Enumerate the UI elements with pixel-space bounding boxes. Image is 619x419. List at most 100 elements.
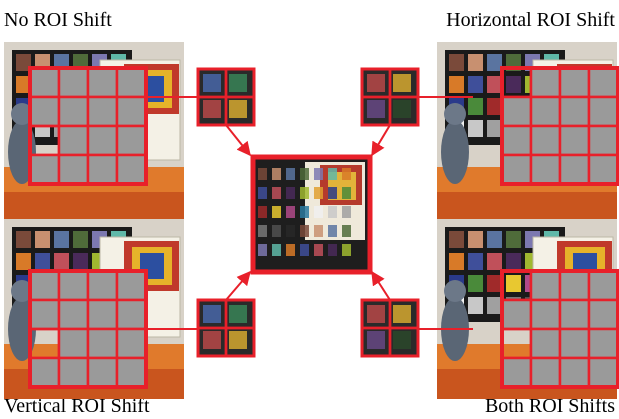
patch-tr (360, 67, 420, 127)
masked-cell (118, 156, 145, 183)
masked-cell (532, 69, 559, 96)
masked-cell (503, 127, 530, 154)
masked-cell (561, 156, 588, 183)
roi-outline (500, 66, 619, 186)
patch-swatch (367, 331, 385, 349)
center-swatch (286, 168, 295, 180)
masked-cell (31, 98, 58, 125)
center-swatch (314, 187, 323, 199)
masked-cell (503, 156, 530, 183)
patch-swatch (203, 305, 221, 323)
center-swatch (286, 206, 295, 218)
patch-swatch (229, 74, 247, 92)
panel-bottom-left (3, 218, 185, 400)
masked-cell (89, 359, 116, 386)
masked-cell (89, 301, 116, 328)
center-swatch (300, 225, 309, 237)
masked-cell (60, 156, 87, 183)
masked-cell (561, 359, 588, 386)
center-swatch (286, 187, 295, 199)
masked-cell (590, 156, 617, 183)
center-swatch (314, 244, 323, 256)
center-swatch (272, 206, 281, 218)
center-combined-image (250, 154, 373, 275)
masked-cell (89, 272, 116, 299)
center-swatch (258, 168, 267, 180)
masked-cell (31, 156, 58, 183)
center-swatch (300, 206, 309, 218)
patch-swatch (203, 331, 221, 349)
masked-cell (532, 330, 559, 357)
masked-cell (60, 127, 87, 154)
center-swatch (328, 225, 337, 237)
center-swatch (342, 206, 351, 218)
center-swatch (258, 244, 267, 256)
masked-cell (503, 359, 530, 386)
center-swatch (258, 206, 267, 218)
label-horizontal-roi-shift: Horizontal ROI Shift (446, 9, 615, 31)
center-swatch (300, 168, 309, 180)
patch-swatch (393, 74, 411, 92)
center-swatch (272, 187, 281, 199)
masked-cell (561, 301, 588, 328)
masked-cell (31, 272, 58, 299)
center-swatch (258, 225, 267, 237)
label-both-roi-shifts: Both ROI Shifts (484, 395, 615, 417)
center-swatch (342, 168, 351, 180)
masked-cell (532, 127, 559, 154)
masked-cell (89, 127, 116, 154)
patch-swatch (393, 100, 411, 118)
patch-swatch (367, 100, 385, 118)
masked-cell (118, 272, 145, 299)
masked-cell (118, 98, 145, 125)
masked-cell (561, 98, 588, 125)
masked-cell (60, 330, 87, 357)
patch-swatch (203, 100, 221, 118)
masked-cell (60, 69, 87, 96)
masked-cell (89, 156, 116, 183)
panel-bottom-right (436, 218, 619, 400)
center-swatch (342, 187, 351, 199)
masked-cell (31, 359, 58, 386)
patch-swatch (229, 305, 247, 323)
center-swatch (286, 225, 295, 237)
masked-cell (118, 69, 145, 96)
patch-swatch (203, 74, 221, 92)
patch-swatch (229, 100, 247, 118)
masked-cell (561, 69, 588, 96)
center-swatch (328, 187, 337, 199)
center-swatch (342, 244, 351, 256)
center-swatch (314, 206, 323, 218)
masked-cell (590, 272, 617, 299)
patch-bl (196, 298, 256, 358)
patch-swatch (229, 331, 247, 349)
masked-cell (532, 301, 559, 328)
arrow (371, 270, 391, 301)
masked-cell (503, 98, 530, 125)
center-swatch (300, 244, 309, 256)
masked-cell (503, 301, 530, 328)
patch-br (360, 298, 420, 358)
panel-top-left (3, 41, 185, 223)
masked-cell (590, 330, 617, 357)
center-swatch (328, 244, 337, 256)
masked-cell (31, 69, 58, 96)
masked-cell (60, 272, 87, 299)
center-swatch (272, 168, 281, 180)
center-swatch (272, 244, 281, 256)
masked-cell (561, 330, 588, 357)
masked-cell (532, 156, 559, 183)
center-swatch (314, 168, 323, 180)
arrow (371, 124, 391, 157)
roi-outline (28, 66, 148, 186)
masked-cell (590, 127, 617, 154)
masked-cell (590, 359, 617, 386)
masked-cell (532, 98, 559, 125)
label-vertical-roi-shift: Vertical ROI Shift (4, 395, 150, 417)
patch-swatch (367, 74, 385, 92)
center-swatch (286, 244, 295, 256)
center-swatch (258, 187, 267, 199)
masked-cell (118, 330, 145, 357)
arrow (225, 270, 251, 301)
